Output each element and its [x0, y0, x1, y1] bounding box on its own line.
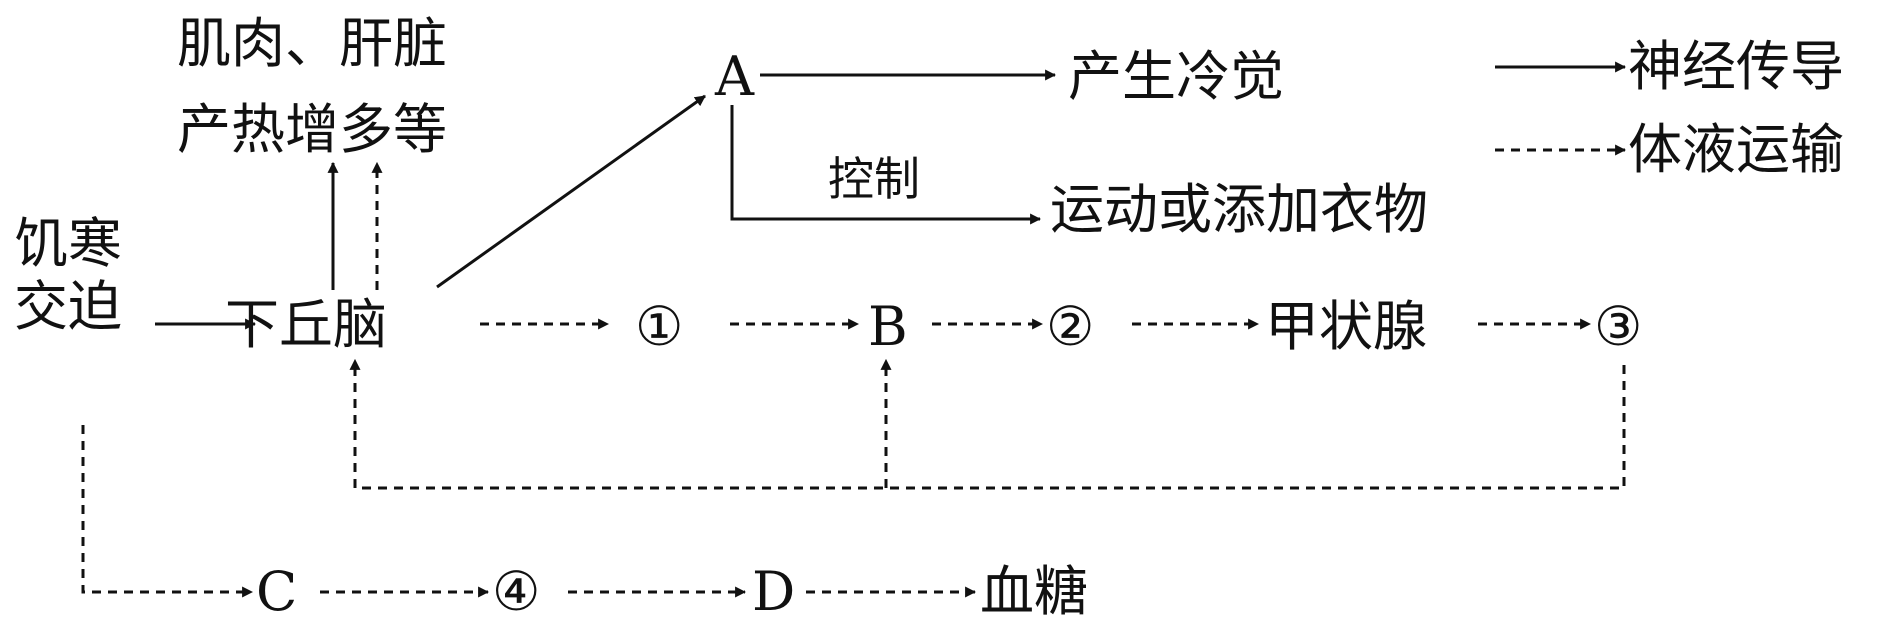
- a-to-behavior-arrow: [730, 105, 1042, 225]
- legend-solid-label: 神经传导: [1628, 35, 1844, 98]
- node-4: ④: [492, 560, 540, 623]
- node-d: D: [752, 560, 795, 623]
- node-b: B: [868, 295, 908, 358]
- hypothalamus-to-a-arrow: [436, 94, 706, 289]
- feedback-path: [355, 365, 1626, 490]
- effect-line2: 产热增多等: [177, 98, 447, 161]
- node-2: ②: [1046, 295, 1094, 358]
- behavior-label: 运动或添加衣物: [1050, 178, 1428, 241]
- node-1: ①: [635, 295, 683, 358]
- stimulus-line1: 饥寒: [14, 212, 122, 275]
- node-c: C: [256, 560, 297, 623]
- control-label: 控制: [828, 152, 920, 206]
- blood-sugar-label: 血糖: [980, 560, 1088, 623]
- node-3: ③: [1594, 295, 1642, 358]
- effect-line1: 肌肉、肝脏: [177, 12, 447, 75]
- cold-sensation-label: 产生冷觉: [1068, 45, 1284, 108]
- stimulus-to-c-arrow: [81, 425, 254, 598]
- legend-dashed-label: 体液运输: [1628, 118, 1844, 181]
- stimulus-line2: 交迫: [14, 275, 122, 338]
- node-a: A: [714, 45, 755, 108]
- thyroid-label: 甲状腺: [1265, 295, 1427, 358]
